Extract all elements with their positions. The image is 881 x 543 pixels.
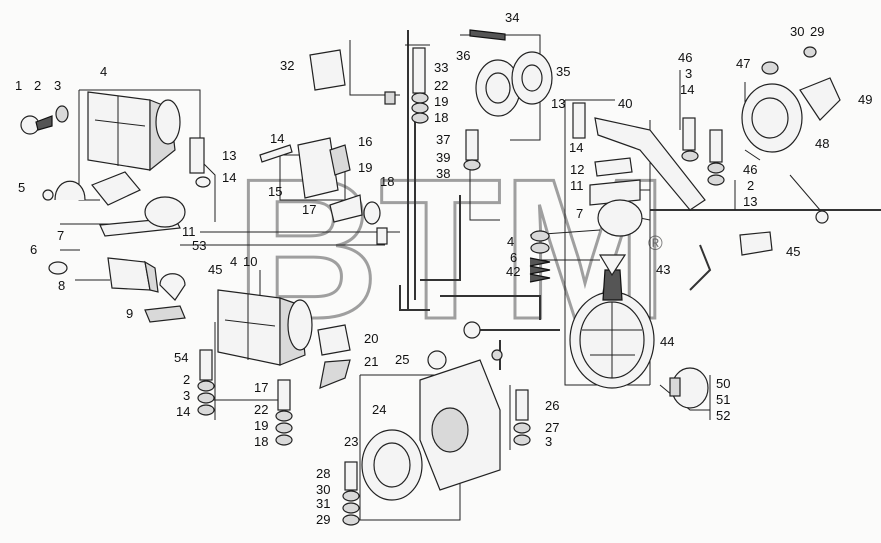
- callout-29b: 29: [316, 512, 330, 527]
- callout-3d: 3: [545, 434, 552, 449]
- callout-7: 7: [57, 228, 64, 243]
- callout-8: 8: [58, 278, 65, 293]
- callout-6: 6: [30, 242, 37, 257]
- callout-2c: 2: [183, 372, 190, 387]
- callout-54: 54: [174, 350, 188, 365]
- callout-4c: 4: [507, 234, 514, 249]
- callout-20: 20: [364, 331, 378, 346]
- callout-47: 47: [736, 56, 750, 71]
- callout-9: 9: [126, 306, 133, 321]
- callout-18a: 18: [380, 174, 394, 189]
- callout-43: 43: [656, 262, 670, 277]
- callout-16: 16: [358, 134, 372, 149]
- callout-17a: 17: [302, 202, 316, 217]
- callout-4b: 4: [230, 254, 237, 269]
- callout-19a: 19: [358, 160, 372, 175]
- callout-3: 3: [54, 78, 61, 93]
- callout-48: 48: [815, 136, 829, 151]
- callout-35: 35: [556, 64, 570, 79]
- callout-22b: 22: [254, 402, 268, 417]
- callout-6b: 6: [510, 250, 517, 265]
- callout-33: 33: [434, 60, 448, 75]
- callout-30a: 30: [790, 24, 804, 39]
- callout-50: 50: [716, 376, 730, 391]
- callout-32: 32: [280, 58, 294, 73]
- callout-3b: 3: [685, 66, 692, 81]
- callout-52: 52: [716, 408, 730, 423]
- callout-17b: 17: [254, 380, 268, 395]
- callout-46b: 46: [743, 162, 757, 177]
- callout-26: 26: [545, 398, 559, 413]
- callout-3c: 3: [183, 388, 190, 403]
- callout-36: 36: [456, 48, 470, 63]
- callout-7b: 7: [576, 206, 583, 221]
- callout-46a: 46: [678, 50, 692, 65]
- callout-38: 38: [436, 166, 450, 181]
- watermark-registered-mark: ®: [648, 233, 663, 255]
- callout-29a: 29: [810, 24, 824, 39]
- callout-18c: 18: [254, 434, 268, 449]
- callout-45b: 45: [786, 244, 800, 259]
- callout-13a: 13: [222, 148, 236, 163]
- callout-labels: 1 2 3 4 5 6 7 8 9 13 14 14 11 53 45 4 10…: [15, 10, 872, 527]
- callout-27: 27: [545, 420, 559, 435]
- callout-13b: 13: [551, 96, 565, 111]
- callout-37: 37: [436, 132, 450, 147]
- callout-30b: 30: [316, 482, 330, 497]
- callout-2: 2: [34, 78, 41, 93]
- callout-11b: 11: [570, 178, 584, 193]
- callout-18b: 18: [434, 110, 448, 125]
- callout-19c: 19: [254, 418, 268, 433]
- callout-2b: 2: [747, 178, 754, 193]
- callout-40: 40: [618, 96, 632, 111]
- callout-14c: 14: [569, 140, 583, 155]
- callout-53: 53: [192, 238, 206, 253]
- callout-11a: 11: [182, 224, 196, 239]
- callout-22a: 22: [434, 78, 448, 93]
- callout-23: 23: [344, 434, 358, 449]
- callout-21: 21: [364, 354, 378, 369]
- callout-14b: 14: [270, 131, 284, 146]
- parts: [20, 29, 841, 526]
- callout-34: 34: [505, 10, 519, 25]
- callout-14e: 14: [176, 404, 190, 419]
- callout-42: 42: [506, 264, 520, 279]
- callout-24: 24: [372, 402, 386, 417]
- callout-4: 4: [100, 64, 107, 79]
- callout-12: 12: [570, 162, 584, 177]
- callout-1: 1: [15, 78, 22, 93]
- callout-15: 15: [268, 184, 282, 199]
- callout-45a: 45: [208, 262, 222, 277]
- callout-10: 10: [243, 254, 257, 269]
- callout-14a: 14: [222, 170, 236, 185]
- callout-31: 31: [316, 496, 330, 511]
- callout-14d: 14: [680, 82, 694, 97]
- callout-28: 28: [316, 466, 330, 481]
- callout-44: 44: [660, 334, 674, 349]
- callout-19b: 19: [434, 94, 448, 109]
- callout-51: 51: [716, 392, 730, 407]
- callout-39: 39: [436, 150, 450, 165]
- callout-13c: 13: [743, 194, 757, 209]
- callout-5: 5: [18, 180, 25, 195]
- callout-49: 49: [858, 92, 872, 107]
- callout-25: 25: [395, 352, 409, 367]
